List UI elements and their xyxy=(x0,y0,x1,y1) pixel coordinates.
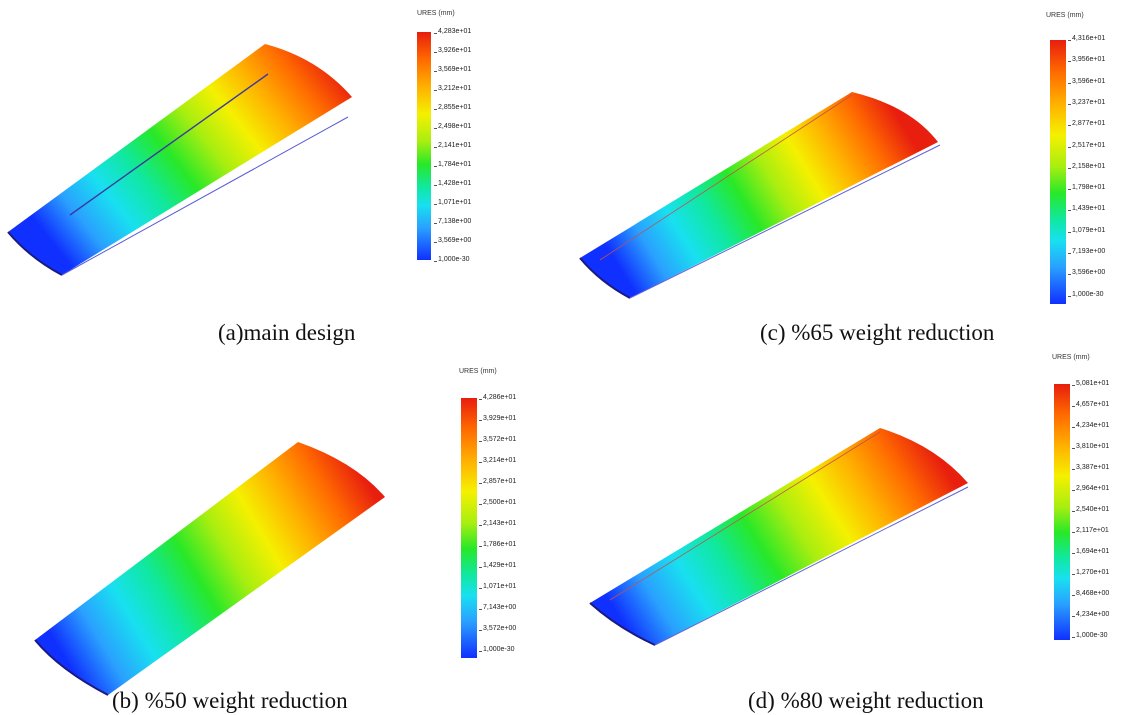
tick-label-a-2: 3,569e+01 xyxy=(433,66,472,73)
wing-edge-d xyxy=(589,602,656,646)
tick-label-d-4: 3,387e+01 xyxy=(1071,464,1110,471)
legend-title-a: URES (mm) xyxy=(417,10,455,17)
tick-label-d-3: 3,810e+01 xyxy=(1071,443,1110,450)
tick-label-a-11: 3,569e+00 xyxy=(433,237,472,244)
wing-surface-d xyxy=(590,428,968,645)
tick-label-b-1: 3,929e+01 xyxy=(478,415,517,422)
tick-label-d-10: 8,468e+00 xyxy=(1071,590,1110,597)
spar-line-d xyxy=(609,431,881,601)
tick-label-d-1: 4,657e+01 xyxy=(1071,401,1110,408)
tick-label-b-5: 2,500e+01 xyxy=(478,499,517,506)
tick-label-b-9: 1,071e+01 xyxy=(478,583,517,590)
tick-label-d-9: 1,270e+01 xyxy=(1071,569,1110,576)
tick-label-a-6: 2,141e+01 xyxy=(433,142,472,149)
legend-title-b: URES (mm) xyxy=(459,368,497,375)
tick-label-c-1: 3,956e+01 xyxy=(1067,56,1106,64)
tick-label-c-4: 2,877e+01 xyxy=(1067,120,1106,128)
spar-line-a xyxy=(69,73,269,216)
wing-surface-a xyxy=(8,44,352,275)
tick-label-b-3: 3,214e+01 xyxy=(478,457,517,464)
tick-label-b-8: 1,429e+01 xyxy=(478,562,517,569)
tick-label-b-6: 2,143e+01 xyxy=(478,520,517,527)
tick-label-c-10: 7,193e+00 xyxy=(1067,248,1106,255)
legend-d: URES (mm) 5,081e+01 4,657e+01 4,234e+01 3,8… xyxy=(1050,354,1121,644)
tick-label-d-2: 4,234e+01 xyxy=(1071,422,1110,429)
tick-label-b-11: 3,572e+00 xyxy=(478,625,517,632)
tick-label-b-10: 7,143e+00 xyxy=(478,604,517,611)
deformed-outline-a xyxy=(61,116,349,276)
tick-label-a-3: 3,212e+01 xyxy=(433,85,472,92)
legend-b: URES (mm) 4,286e+01 3,929e+01 3,572e+01 3,2… xyxy=(457,368,557,658)
deformed-outline-c xyxy=(629,144,941,299)
tick-label-c-3: 3,237e+01 xyxy=(1067,98,1106,106)
tick-label-c-6: 2,158e+01 xyxy=(1067,162,1106,170)
tick-label-b-12: 1,000e-30 xyxy=(479,646,515,653)
legend-title-d: URES (mm) xyxy=(1052,354,1090,361)
tick-label-c-0: 4,316e+01 xyxy=(1067,35,1106,42)
tick-label-a-0: 4,283e+01 xyxy=(433,28,472,35)
tick-label-b-7: 1,786e+01 xyxy=(478,541,517,548)
caption-c: (c) %65 weight reduction xyxy=(760,320,995,345)
tick-label-a-8: 1,428e+01 xyxy=(433,180,472,187)
legend-title-c: URES (mm) xyxy=(1046,12,1084,19)
tick-label-c-5: 2,517e+01 xyxy=(1067,141,1106,149)
colorbar-a xyxy=(417,32,431,260)
tick-label-a-9: 1,071e+01 xyxy=(433,199,472,206)
tick-label-c-12: 1,000e-30 xyxy=(1068,290,1104,298)
caption-d: (d) %80 weight reduction xyxy=(748,688,984,713)
colorbar-b xyxy=(461,398,477,658)
tick-label-c-9: 1,079e+01 xyxy=(1067,226,1106,234)
tick-label-d-5: 2,964e+01 xyxy=(1071,485,1110,492)
deformed-outline-d xyxy=(654,486,969,646)
legend-a: URES (mm) 4,283e+01 3,926e+01 3,569e+01 3,2… xyxy=(412,10,512,270)
tick-label-a-7: 1,784e+01 xyxy=(433,161,472,168)
wing-edge-c xyxy=(579,257,631,299)
tick-label-d-7: 2,117e+01 xyxy=(1072,527,1109,534)
wing-edge-b xyxy=(34,639,109,696)
tick-label-c-2: 3,596e+01 xyxy=(1067,77,1106,85)
tick-label-c-7: 1,798e+01 xyxy=(1067,184,1106,192)
tick-label-d-11: 4,234e+00 xyxy=(1071,611,1110,618)
tick-label-c-8: 1,439e+01 xyxy=(1067,205,1106,213)
tick-label-d-0: 5,081e+01 xyxy=(1071,380,1110,387)
tick-label-a-1: 3,926e+01 xyxy=(433,47,472,54)
tick-label-d-6: 2,540e+01 xyxy=(1071,506,1110,513)
legend-c: URES (mm) 4,316e+01 3,956e+01 3,596e+01 3,2… xyxy=(1044,12,1121,304)
caption-a: (a)main design xyxy=(218,320,356,345)
wing-surface-b xyxy=(35,442,385,695)
colorbar-c xyxy=(1050,40,1066,304)
tick-label-b-4: 2,857e+01 xyxy=(478,478,517,485)
colorbar-d xyxy=(1054,384,1070,640)
tick-label-a-10: 7,138e+00 xyxy=(433,218,472,225)
wing-surface-c xyxy=(580,92,938,298)
tick-label-d-12: 1,000e-30 xyxy=(1072,632,1108,639)
tick-label-b-0: 4,286e+01 xyxy=(478,394,517,401)
caption-b: (b) %50 weight reduction xyxy=(112,688,348,713)
tick-label-d-8: 1,694e+01 xyxy=(1071,548,1110,555)
tick-label-a-12: 1,000e-30 xyxy=(434,256,470,263)
tick-label-b-2: 3,572e+01 xyxy=(478,436,517,443)
spar-line-c xyxy=(599,94,853,261)
tick-label-c-11: 3,596e+00 xyxy=(1067,269,1106,277)
tick-label-a-4: 2,855e+01 xyxy=(433,104,472,111)
tick-label-a-5: 2,498e+01 xyxy=(433,123,472,130)
wing-edge-a xyxy=(7,231,63,276)
